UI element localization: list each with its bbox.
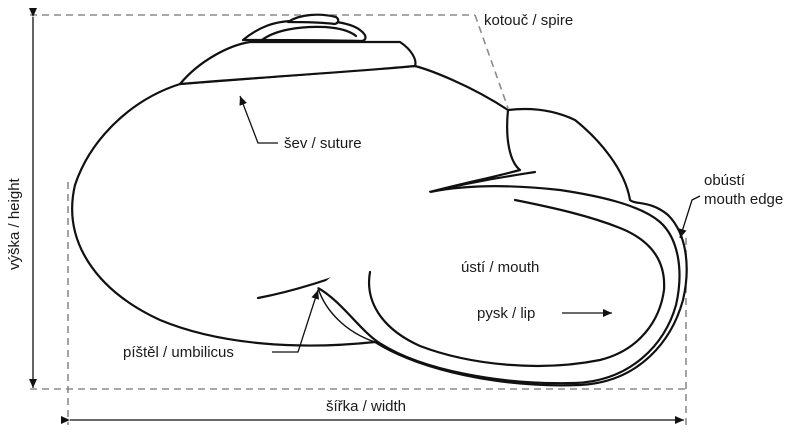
width-label: šířka / width — [326, 398, 406, 415]
spire-apex — [286, 13, 340, 26]
snail-shell — [71, 13, 688, 387]
suture-label: šev / suture — [284, 135, 362, 152]
dimension-guides — [30, 14, 687, 425]
aperture-lip — [368, 198, 666, 368]
mouth-edge-arrow — [678, 195, 701, 239]
body-whorl-shoulder — [428, 108, 537, 194]
aperture-outer — [317, 185, 681, 385]
umbilicus-label: píštěl / umbilicus — [123, 344, 234, 361]
spire-middle-whorl — [178, 40, 417, 86]
spire-slant-guide — [474, 14, 509, 109]
lip-label: pysk / lip — [477, 305, 535, 322]
mouth-edge-label-line1: obústí — [704, 172, 746, 189]
suture-arrow — [239, 95, 278, 144]
umbilicus-arrow — [272, 289, 320, 353]
height-label: výška / height — [6, 177, 23, 270]
mouth-label: ústí / mouth — [461, 259, 539, 276]
mouth-edge-label-line2: mouth edge — [704, 191, 783, 208]
apex-inner-whorl — [260, 25, 358, 42]
spire-upper-whorl — [241, 18, 367, 43]
labels: kotouč / spire šev / suture obústí mouth… — [6, 12, 783, 415]
umbilicus-edge — [317, 287, 376, 343]
spire-label: kotouč / spire — [484, 12, 573, 29]
annotation-arrows — [29, 8, 701, 424]
